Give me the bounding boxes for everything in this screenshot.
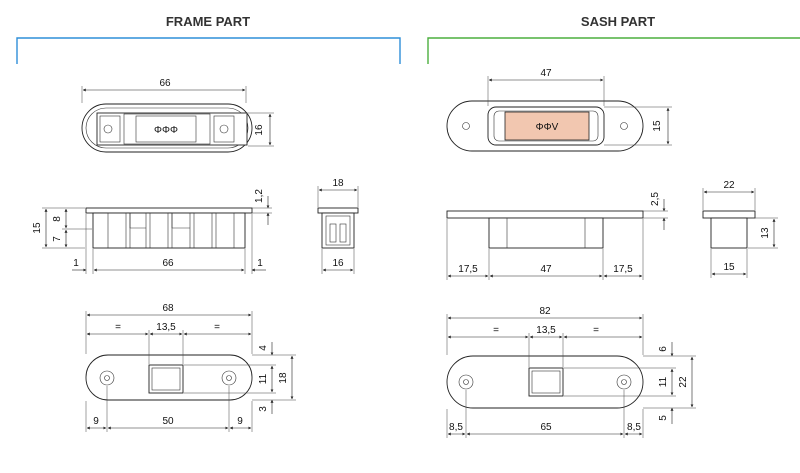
frame-top-height-label: 16: [254, 124, 265, 136]
frame-plate-eq-right: =: [214, 322, 220, 333]
frame-plate-spacing-label: 50: [162, 416, 174, 427]
sash-plate-left-edge-label: 8,5: [449, 422, 463, 433]
frame-side-left-gap-label: 1: [73, 258, 79, 269]
frame-end-bottom-label: 16: [332, 258, 344, 269]
sash-side-right-label: 17,5: [613, 264, 633, 275]
sash-plate-height-label: 22: [678, 376, 689, 388]
frame-side-total-height-label: 15: [32, 222, 43, 234]
frame-top-width-label: 66: [159, 78, 171, 89]
sash-part-bracket: [427, 37, 800, 64]
sash-plate-eq-left: =: [493, 325, 499, 336]
sash-top-width-label: 47: [540, 68, 552, 79]
frame-side-upper-label: 8: [52, 216, 63, 222]
sash-top-view: ΦΦV 47 15: [446, 68, 672, 152]
frame-part-bracket: [16, 37, 401, 64]
sash-end-view: 22 13 15: [702, 180, 778, 278]
frame-plate-center-label: 13,5: [156, 322, 176, 333]
sash-part-section: SASH PART ΦΦV 47 15: [427, 14, 800, 438]
frame-part-title: FRAME PART: [166, 14, 250, 29]
frame-plate-right-edge-label: 9: [237, 416, 243, 427]
frame-top-view: ΦΦΦ 66 16: [81, 78, 274, 153]
sash-top-height-label: 15: [652, 120, 663, 132]
frame-plate-left-edge-label: 9: [93, 416, 99, 427]
frame-side-lower-label: 7: [52, 236, 63, 242]
sash-insert: [504, 111, 590, 141]
frame-side-right-gap-label: 1: [257, 258, 263, 269]
frame-plate-height-label: 18: [278, 372, 289, 384]
frame-plate-top-off-label: 4: [258, 345, 269, 351]
sash-logo: ΦΦV: [536, 122, 559, 133]
frame-side-length-label: 66: [162, 258, 174, 269]
frame-plate-bottom-off-label: 3: [258, 406, 269, 412]
sash-end-top-label: 22: [723, 180, 735, 191]
frame-logo: ΦΦΦ: [154, 125, 178, 136]
sash-plate-slot-label: 11: [658, 376, 669, 387]
sash-plate-spacing-label: 65: [540, 422, 552, 433]
sash-end-height-label: 13: [760, 227, 771, 239]
frame-plate-view: 68 = 13,5 = 4 11 3 18: [85, 303, 296, 432]
frame-side-lip-label: 1,2: [254, 189, 265, 203]
sash-side-left-label: 17,5: [458, 264, 478, 275]
sash-plate-bottom-off-label: 5: [658, 415, 669, 421]
frame-part-section: FRAME PART ΦΦΦ 66 16: [16, 14, 401, 432]
frame-end-view: 18 16: [317, 178, 359, 274]
sash-plate-view: 82 = 13,5 = 6 11 5 22: [446, 306, 696, 438]
frame-side-view: 1,2 15 8 7 1 66 1: [32, 189, 272, 274]
sash-plate-right-edge-label: 8,5: [627, 422, 641, 433]
sash-plate-center-label: 13,5: [536, 325, 556, 336]
sash-side-lip-label: 2,5: [650, 192, 661, 206]
sash-part-title: SASH PART: [581, 14, 655, 29]
sash-side-mid-label: 47: [540, 264, 552, 275]
sash-end-bottom-label: 15: [723, 262, 735, 273]
sash-plate-total-label: 82: [539, 306, 551, 317]
frame-plate-eq-left: =: [115, 322, 121, 333]
frame-plate-slot-label: 11: [258, 373, 269, 384]
sash-plate-eq-right: =: [593, 325, 599, 336]
sash-plate-top-off-label: 6: [658, 346, 669, 352]
frame-end-top-label: 18: [332, 178, 344, 189]
frame-plate-total-label: 68: [162, 303, 174, 314]
sash-side-view: 2,5 17,5 47 17,5: [446, 192, 668, 280]
